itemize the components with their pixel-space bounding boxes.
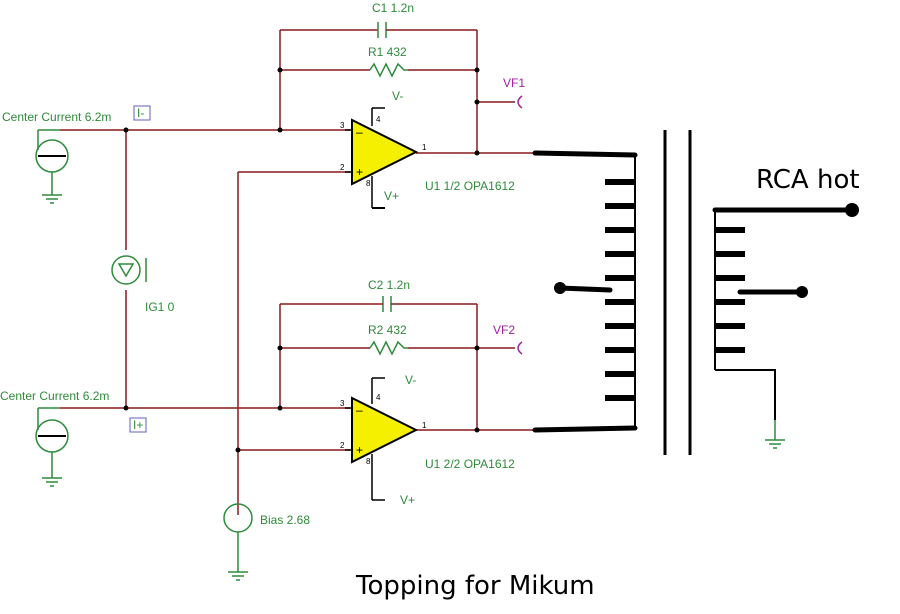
- caption: Topping for Mikum: [355, 571, 595, 601]
- pin-8-bottom: 8: [366, 457, 371, 466]
- c2-label: C2 1.2n: [368, 278, 410, 292]
- r1-label: R1 432: [368, 45, 407, 59]
- i-minus-box: [133, 105, 151, 121]
- vplus-top-label: V+: [384, 189, 399, 203]
- c2-capacitor: [375, 296, 405, 312]
- ig1-label: IG1 0: [145, 300, 175, 314]
- pin-3-top: 3: [340, 121, 345, 130]
- ig1-current-source: [111, 255, 147, 285]
- pin-4-bottom: 4: [376, 393, 381, 402]
- pin-1-bottom: 1: [422, 421, 427, 430]
- pin-4-top: 4: [376, 115, 381, 124]
- center-current-top-label: Center Current 6.2m: [2, 110, 111, 124]
- current-source-bottom: [35, 407, 69, 487]
- pin-3-bottom: 3: [340, 399, 345, 408]
- vplus-bottom-label: V+: [400, 493, 415, 507]
- svg-text:–: –: [356, 403, 363, 417]
- r1-resistor: [369, 62, 408, 78]
- bias-label: Bias 2.68: [260, 513, 310, 527]
- svg-text:+: +: [356, 443, 363, 457]
- r2-resistor: [369, 340, 408, 356]
- current-source-top: [35, 129, 69, 204]
- vminus-top-label: V-: [392, 89, 403, 103]
- c1-capacitor: [377, 22, 408, 38]
- bottom-stage-wires: [60, 303, 535, 451]
- transformer: [532, 130, 859, 455]
- bias-voltage-source: [223, 503, 253, 581]
- pin-1-top: 1: [422, 143, 427, 152]
- vf2-label: VF2: [493, 323, 515, 337]
- vminus-bottom-label: V-: [405, 373, 416, 387]
- i-plus-box: [129, 417, 147, 433]
- c1-label: C1 1.2n: [372, 1, 414, 15]
- opamp-u1b: – +: [345, 377, 419, 501]
- vf2-probe: [517, 341, 523, 355]
- r2-label: R2 432: [368, 323, 407, 337]
- vf1-probe: [517, 95, 523, 109]
- u1a-label: U1 1/2 OPA1612: [425, 179, 515, 193]
- svg-text:–: –: [356, 125, 363, 139]
- pin-2-bottom: 2: [340, 441, 345, 450]
- top-stage-wires: [60, 29, 535, 515]
- svg-text:+: +: [356, 165, 363, 179]
- opamp-u1a: – +: [345, 107, 419, 209]
- i-plus-label: I+: [133, 418, 143, 432]
- i-minus-label: I-: [137, 106, 144, 120]
- rca-hot-label: RCA hot: [756, 165, 860, 195]
- vf1-label: VF1: [503, 76, 525, 90]
- u1b-label: U1 2/2 OPA1612: [425, 457, 515, 471]
- pin-2-top: 2: [340, 163, 345, 172]
- junction-dots: [123, 67, 480, 453]
- center-current-bottom-label: Center Current 6.2m: [0, 389, 109, 403]
- pin-8-top: 8: [366, 179, 371, 188]
